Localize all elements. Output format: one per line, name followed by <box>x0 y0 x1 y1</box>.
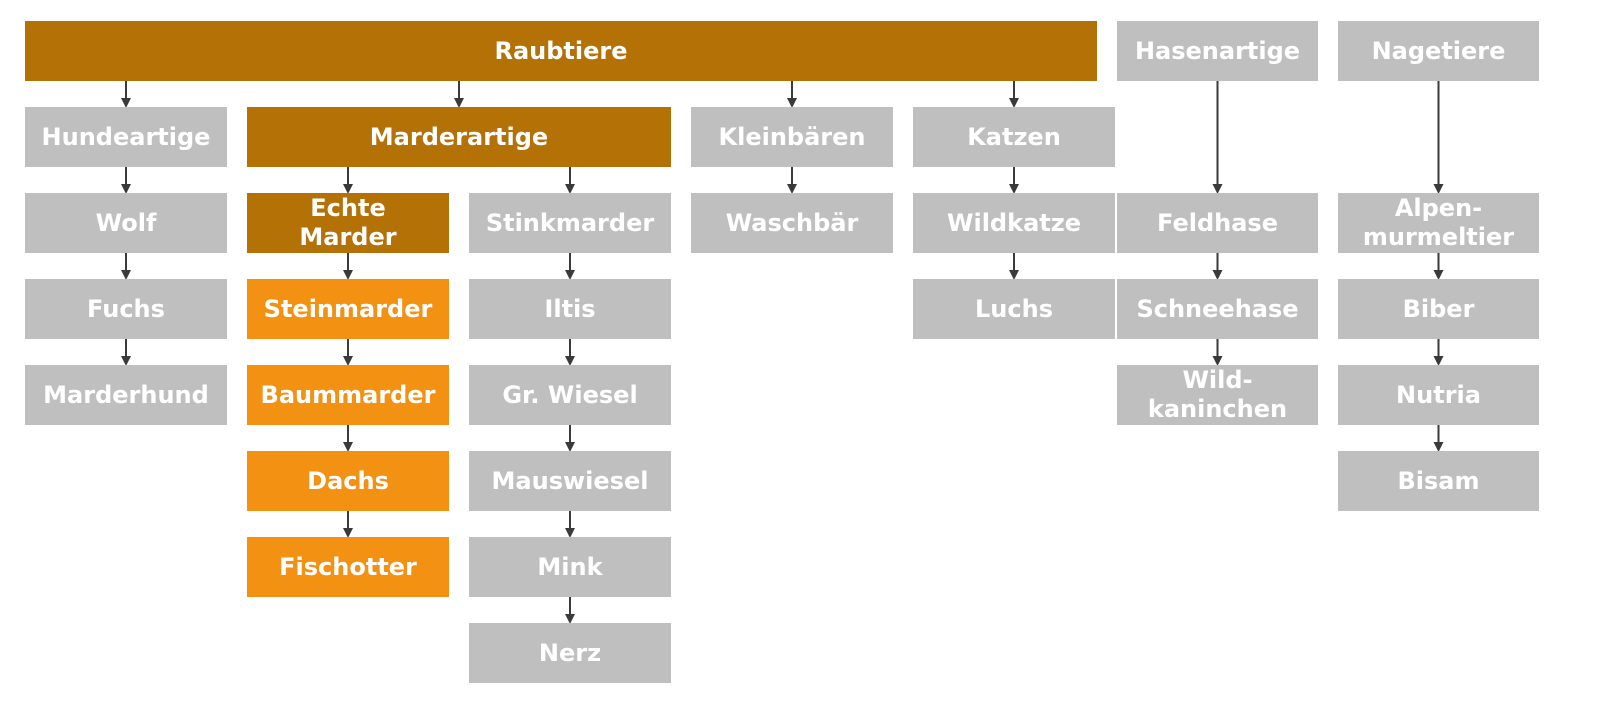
node-stinkmarder: Stinkmarder <box>469 193 671 253</box>
node-marderhund: Marderhund <box>25 365 227 425</box>
node-nagetiere: Nagetiere <box>1338 21 1539 81</box>
node-wolf: Wolf <box>25 193 227 253</box>
node-hundeartige: Hundeartige <box>25 107 227 167</box>
node-nerz: Nerz <box>469 623 671 683</box>
node-fischotter: Fischotter <box>247 537 449 597</box>
node-waschbaer: Waschbär <box>691 193 893 253</box>
node-baummarder: Baummarder <box>247 365 449 425</box>
node-katzen: Katzen <box>913 107 1115 167</box>
node-biber: Biber <box>1338 279 1539 339</box>
node-kleinbaeren: Kleinbären <box>691 107 893 167</box>
node-echte-marder: Echte Marder <box>247 193 449 253</box>
node-hasenartige: Hasenartige <box>1117 21 1318 81</box>
node-alpenmurmeltier: Alpen- murmeltier <box>1338 193 1539 253</box>
node-schneehase: Schneehase <box>1117 279 1318 339</box>
node-wildkaninchen: Wild- kaninchen <box>1117 365 1318 425</box>
node-marderartige: Marderartige <box>247 107 671 167</box>
node-raubtiere: Raubtiere <box>25 21 1097 81</box>
node-fuchs: Fuchs <box>25 279 227 339</box>
node-mink: Mink <box>469 537 671 597</box>
node-bisam: Bisam <box>1338 451 1539 511</box>
node-gr-wiesel: Gr. Wiesel <box>469 365 671 425</box>
node-mauswiesel: Mauswiesel <box>469 451 671 511</box>
node-luchs: Luchs <box>913 279 1115 339</box>
node-wildkatze: Wildkatze <box>913 193 1115 253</box>
node-iltis: Iltis <box>469 279 671 339</box>
node-dachs: Dachs <box>247 451 449 511</box>
node-feldhase: Feldhase <box>1117 193 1318 253</box>
node-nutria: Nutria <box>1338 365 1539 425</box>
node-steinmarder: Steinmarder <box>247 279 449 339</box>
